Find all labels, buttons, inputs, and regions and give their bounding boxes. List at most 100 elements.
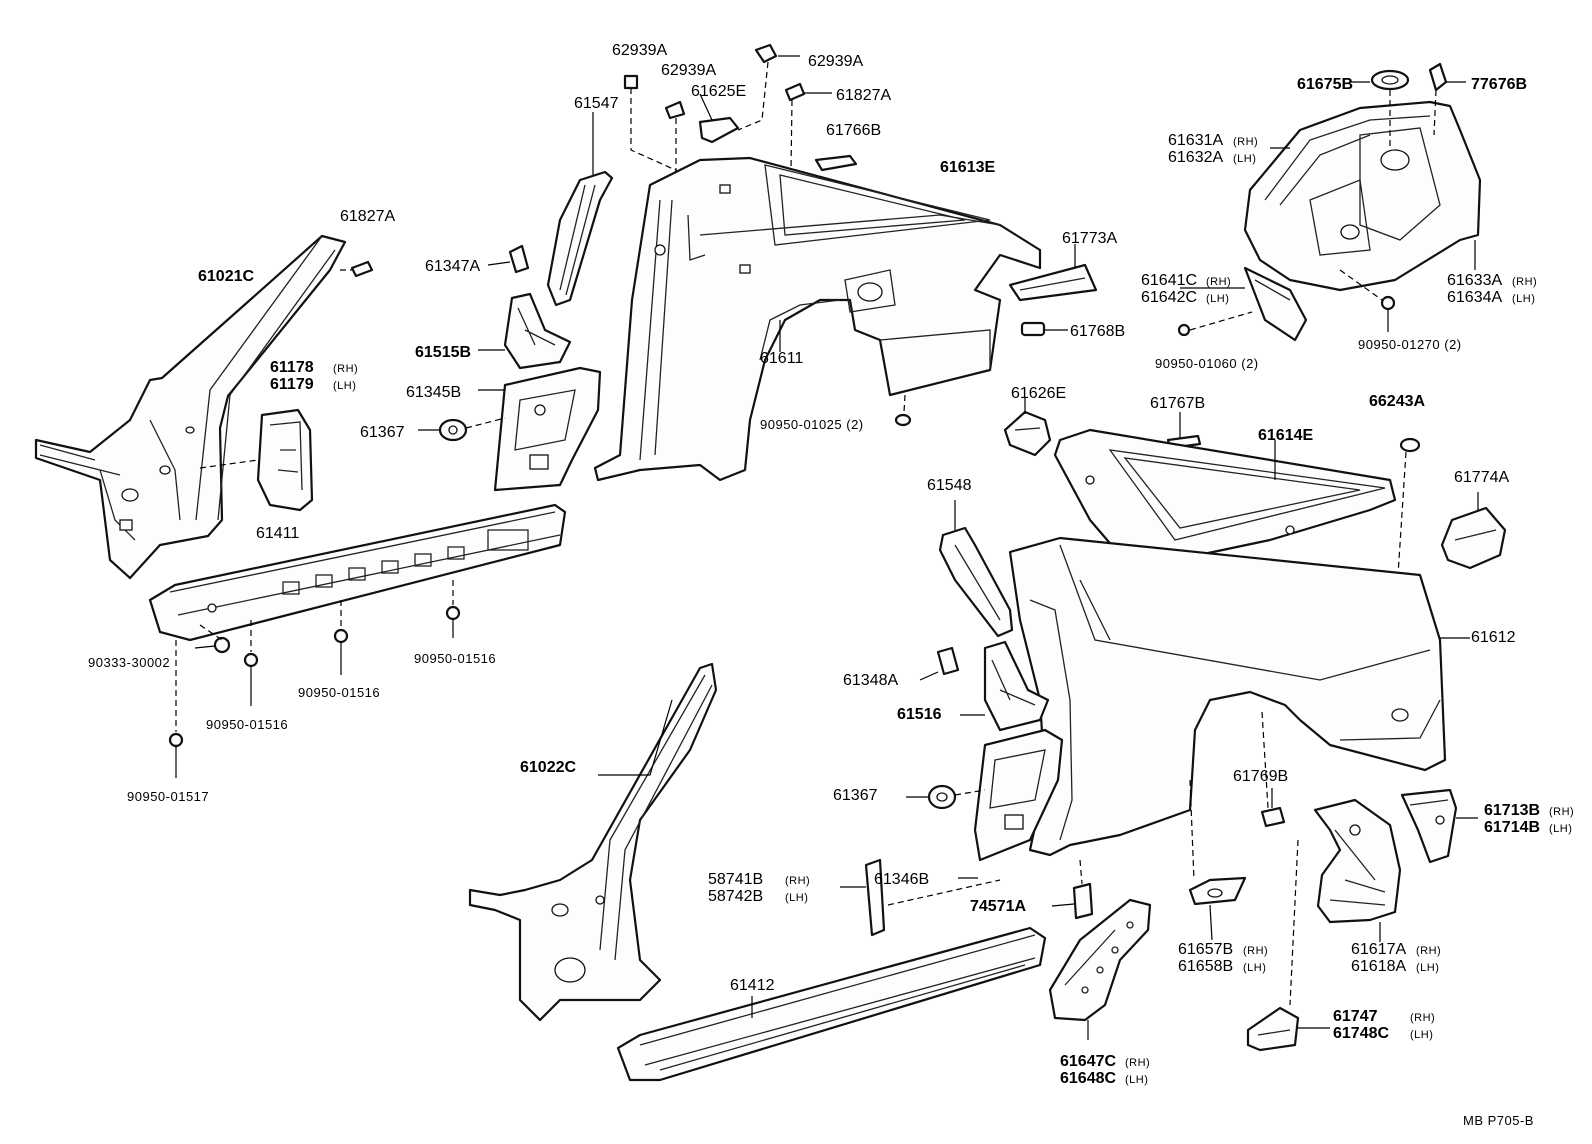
label-61632a-lh: (LH) — [1233, 153, 1256, 165]
label-61633a-rh: (RH) — [1512, 276, 1537, 288]
clip-61767b — [1166, 412, 1202, 450]
label-61178-rh: (RH) — [333, 363, 358, 375]
label-61634a-lh: (LH) — [1512, 293, 1535, 305]
label-90950-01025: 90950-01025 (2) — [760, 417, 864, 432]
label-61713b: 61713B — [1484, 802, 1540, 819]
clip-61827a-left — [340, 260, 374, 278]
gusset-61515b — [478, 292, 572, 370]
part-labels: 62939A 62939A 62939A 61625E 61827A 61766… — [88, 42, 1574, 1128]
label-61614e: 61614E — [1258, 427, 1313, 444]
label-90950-01270: 90950-01270 (2) — [1358, 337, 1462, 352]
drawing-code: MB P705-B — [1463, 1113, 1534, 1128]
bracket-61626e — [1003, 398, 1052, 457]
outer-quarter-61612 — [1008, 536, 1470, 857]
center-pillar-61022c — [468, 662, 718, 1022]
label-61547: 61547 — [574, 95, 619, 112]
plug-66243a — [1397, 437, 1421, 576]
label-61021c: 61021C — [198, 268, 254, 285]
label-61642c: 61642C — [1141, 289, 1197, 306]
label-77676b: 77676B — [1471, 76, 1527, 93]
label-61612: 61612 — [1471, 629, 1516, 646]
label-61618a-lh: (LH) — [1416, 962, 1439, 974]
label-90950-01517: 90950-01517 — [127, 789, 209, 804]
label-58742b: 58742B — [708, 888, 763, 905]
bracket-61713b — [1400, 788, 1478, 864]
label-61367-1: 61367 — [360, 424, 405, 441]
label-61747-rh: (RH) — [1410, 1012, 1435, 1024]
label-61633a: 61633A — [1447, 272, 1502, 289]
label-62939a-3: 62939A — [808, 53, 863, 70]
label-61516: 61516 — [897, 706, 942, 723]
label-61625e: 61625E — [691, 83, 746, 100]
label-61767b: 61767B — [1150, 395, 1205, 412]
label-61548: 61548 — [927, 477, 972, 494]
label-61022c: 61022C — [520, 759, 576, 776]
inner-panel-61345b — [478, 366, 602, 492]
bracket-61347a — [487, 244, 530, 274]
pad-74571a — [1051, 859, 1094, 920]
pillar-61548 — [938, 500, 1014, 638]
label-58742b-lh: (LH) — [785, 892, 808, 904]
wheelhouse-ext-61641c — [1177, 266, 1308, 342]
grommet-90950-01025 — [894, 394, 912, 427]
cap-61675b — [1350, 69, 1410, 150]
label-61766b: 61766B — [826, 122, 881, 139]
label-61179: 61179 — [270, 376, 314, 393]
label-61412: 61412 — [730, 977, 775, 994]
outer-rocker-61412 — [616, 926, 1047, 1082]
label-61611: 61611 — [760, 350, 803, 367]
bracket-61768b — [1020, 321, 1068, 337]
bracket-61747 — [1246, 839, 1330, 1052]
label-61631a: 61631A — [1168, 132, 1223, 149]
grommet-61367-upper — [418, 417, 506, 442]
label-61345b: 61345B — [406, 384, 461, 401]
label-62939a-2: 62939A — [661, 62, 716, 79]
label-61631a-rh: (RH) — [1233, 136, 1258, 148]
label-90950-01516-1: 90950-01516 — [414, 651, 496, 666]
label-61748c-lh: (LH) — [1410, 1029, 1433, 1041]
bracket-61769b — [1260, 711, 1286, 828]
label-61827a-1: 61827A — [836, 87, 891, 104]
label-61179-lh: (LH) — [333, 380, 356, 392]
weatherstrip-58741b — [840, 858, 1001, 937]
label-61658b-lh: (LH) — [1243, 962, 1266, 974]
label-61634a: 61634A — [1447, 289, 1502, 306]
label-62939a-1: 62939A — [612, 42, 667, 59]
label-61617a: 61617A — [1351, 941, 1406, 958]
label-74571a: 74571A — [970, 898, 1026, 915]
wheelhouse-61631a — [1243, 100, 1482, 292]
extension-61647c — [1048, 898, 1152, 1040]
label-61632a: 61632A — [1168, 149, 1223, 166]
label-61769b: 61769B — [1233, 768, 1288, 785]
label-66243a: 66243A — [1369, 393, 1425, 410]
pillar-strip-61547 — [546, 112, 614, 307]
front-pillar-61021c — [34, 234, 347, 580]
inner-panel-61346b — [958, 728, 1064, 879]
top-small-parts — [623, 43, 858, 241]
label-61747: 61747 — [1333, 1008, 1378, 1025]
label-90950-01060: 90950-01060 (2) — [1155, 356, 1259, 371]
label-61641c-rh: (RH) — [1206, 276, 1231, 288]
label-58741b: 58741B — [708, 871, 763, 888]
grommet-90950-01270 — [1339, 269, 1396, 332]
label-61411: 61411 — [256, 525, 299, 542]
label-90950-01516-3: 90950-01516 — [206, 717, 288, 732]
label-90950-01516-2: 90950-01516 — [298, 685, 380, 700]
label-90333-30002: 90333-30002 — [88, 655, 170, 670]
bracket-61657b — [1188, 779, 1247, 941]
label-61648c-lh: (LH) — [1125, 1074, 1148, 1086]
label-61642c-lh: (LH) — [1206, 293, 1229, 305]
label-61347a: 61347A — [425, 258, 480, 275]
label-61618a: 61618A — [1351, 958, 1406, 975]
label-61658b: 61658B — [1178, 958, 1233, 975]
label-61367-2: 61367 — [833, 787, 878, 804]
rocker-fasteners — [168, 580, 461, 778]
extension-61773a — [1008, 244, 1098, 302]
label-61748c: 61748C — [1333, 1025, 1389, 1042]
label-61773a: 61773A — [1062, 230, 1117, 247]
label-61348a: 61348A — [843, 672, 898, 689]
label-61774a: 61774A — [1454, 469, 1509, 486]
label-61648c: 61648C — [1060, 1070, 1116, 1087]
extension-61774a — [1440, 492, 1507, 570]
